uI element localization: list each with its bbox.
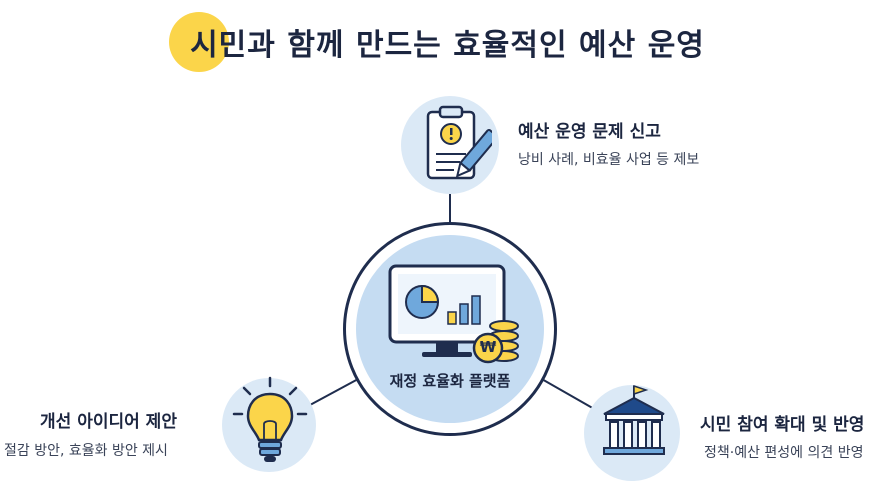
- clipboard-pen-icon: [426, 105, 492, 180]
- node-report-title: 예산 운영 문제 신고: [518, 122, 661, 142]
- government-building-icon: [603, 384, 665, 455]
- node-report-desc: 낭비 사례, 비효율 사업 등 제보: [518, 152, 700, 168]
- connector-left: [309, 377, 361, 406]
- node-idea-desc: 절감 방안, 효율화 방안 제시: [4, 443, 168, 459]
- coin-symbol: ₩: [479, 338, 497, 356]
- lightbulb-icon: [232, 376, 308, 462]
- hub-label: 재정 효율화 플랫폼: [389, 372, 511, 390]
- node-participation-title: 시민 참여 확대 및 반영: [700, 415, 865, 435]
- node-idea-title: 개선 아이디어 제안: [40, 412, 177, 432]
- page-title: 시민과 함께 만드는 효율적인 예산 운영: [190, 28, 705, 63]
- title-area: 시민과 함께 만드는 효율적인 예산 운영: [0, 6, 895, 72]
- monitor-chart-coins-icon: [388, 264, 519, 364]
- title-accent-dot: [169, 12, 229, 72]
- node-participation-desc: 정책·예산 편성에 의견 반영: [704, 445, 864, 461]
- connector-right: [539, 377, 597, 411]
